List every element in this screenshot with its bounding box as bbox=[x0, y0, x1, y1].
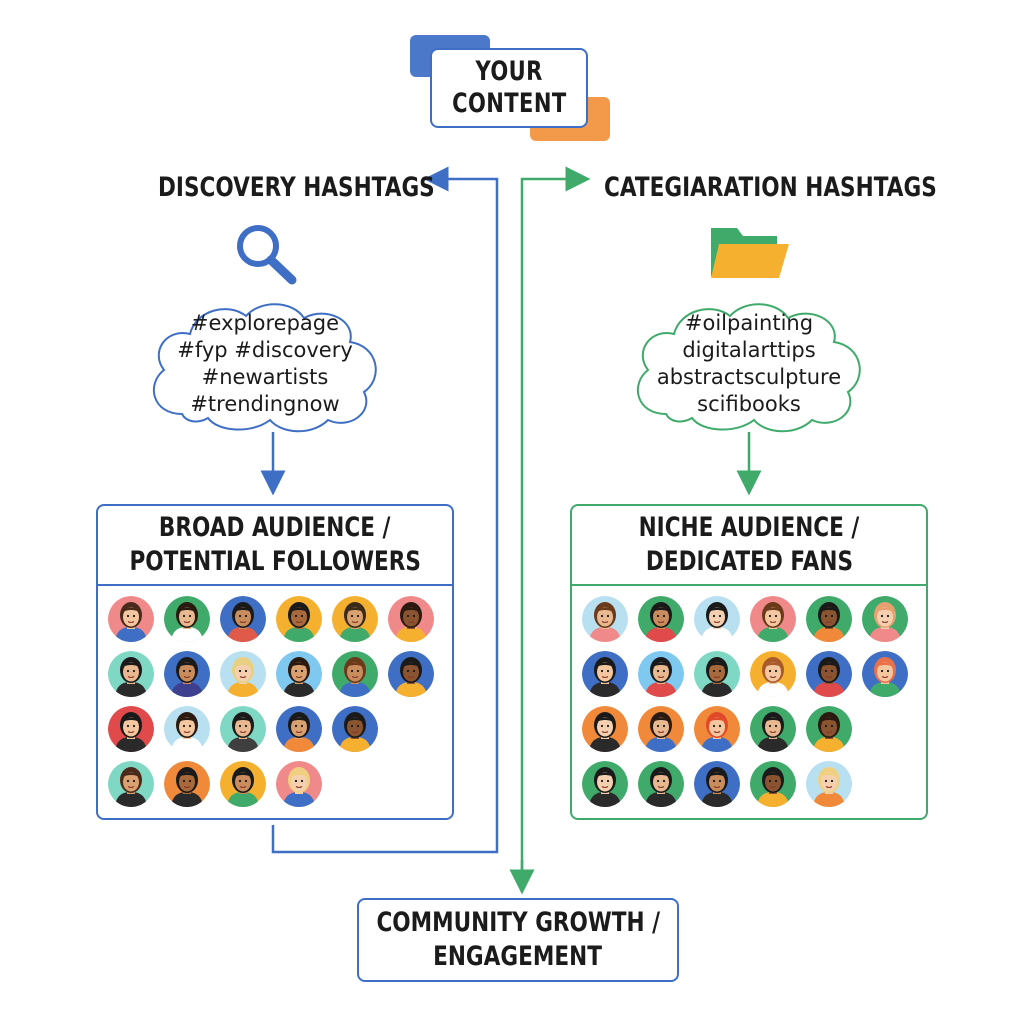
broad-audience-header: BROAD AUDIENCE / POTENTIAL FOLLOWERS bbox=[98, 506, 452, 586]
avatar bbox=[164, 761, 210, 807]
panel-title-line: DEDICATED FANS bbox=[645, 546, 853, 577]
broad-audience-panel: BROAD AUDIENCE / POTENTIAL FOLLOWERS bbox=[96, 504, 454, 820]
avatar bbox=[750, 596, 796, 642]
avatar bbox=[276, 761, 322, 807]
avatar bbox=[806, 596, 852, 642]
avatar bbox=[750, 651, 796, 697]
avatar bbox=[164, 596, 210, 642]
avatar bbox=[276, 706, 322, 752]
your-content-box: YOUR CONTENT bbox=[430, 48, 588, 128]
hashtag: scifibooks bbox=[697, 392, 801, 416]
title-line-1: YOUR bbox=[475, 56, 543, 87]
avatar bbox=[220, 706, 266, 752]
avatar bbox=[806, 651, 852, 697]
avatar bbox=[638, 596, 684, 642]
avatar bbox=[332, 706, 378, 752]
green-connector-up bbox=[520, 166, 591, 880]
search-icon bbox=[237, 225, 297, 285]
avatar bbox=[638, 651, 684, 697]
bottom-title-line: ENGAGEMENT bbox=[433, 941, 603, 972]
avatar bbox=[220, 651, 266, 697]
title-line-2: CONTENT bbox=[451, 88, 567, 119]
avatar bbox=[694, 761, 740, 807]
avatar bbox=[332, 651, 378, 697]
avatar bbox=[220, 596, 266, 642]
avatar bbox=[220, 761, 266, 807]
avatar bbox=[862, 651, 908, 697]
hashtag: #fyp #discovery bbox=[177, 338, 353, 362]
avatar bbox=[750, 761, 796, 807]
community-growth-box: COMMUNITY GROWTH / ENGAGEMENT bbox=[357, 898, 679, 982]
avatar bbox=[806, 761, 852, 807]
avatar bbox=[108, 651, 154, 697]
discovery-heading: DISCOVERY HASHTAGS bbox=[158, 172, 435, 203]
avatar bbox=[694, 596, 740, 642]
avatar bbox=[638, 761, 684, 807]
avatar bbox=[388, 596, 434, 642]
avatar bbox=[108, 596, 154, 642]
categorization-heading: CATEGIARATION HASHTAGS bbox=[604, 172, 937, 203]
avatar bbox=[694, 651, 740, 697]
avatar bbox=[108, 706, 154, 752]
avatar bbox=[582, 596, 628, 642]
niche-audience-panel: NICHE AUDIENCE / DEDICATED FANS bbox=[570, 504, 928, 820]
discovery-cloud bbox=[152, 303, 377, 433]
avatar bbox=[582, 761, 628, 807]
avatar bbox=[108, 761, 154, 807]
avatar bbox=[638, 706, 684, 752]
blue-connector bbox=[271, 166, 499, 854]
avatar bbox=[164, 651, 210, 697]
niche-audience-header: NICHE AUDIENCE / DEDICATED FANS bbox=[572, 506, 926, 586]
avatar bbox=[276, 596, 322, 642]
avatar bbox=[582, 706, 628, 752]
hashtag: #oilpainting bbox=[684, 311, 814, 335]
hashtag: #explorepage bbox=[190, 311, 340, 335]
avatar bbox=[164, 706, 210, 752]
folder-icon bbox=[711, 228, 789, 278]
panel-title-line: BROAD AUDIENCE / bbox=[159, 512, 391, 543]
hashtag: #newartists bbox=[201, 365, 329, 389]
avatar bbox=[388, 651, 434, 697]
avatar bbox=[806, 706, 852, 752]
bottom-title-line: COMMUNITY GROWTH / bbox=[376, 907, 660, 938]
avatar bbox=[276, 651, 322, 697]
avatar bbox=[750, 706, 796, 752]
avatar bbox=[332, 596, 378, 642]
hashtag: #trendingnow bbox=[190, 392, 340, 416]
panel-title-line: POTENTIAL FOLLOWERS bbox=[129, 546, 421, 577]
avatar bbox=[862, 596, 908, 642]
avatar bbox=[582, 651, 628, 697]
categorization-cloud bbox=[636, 303, 861, 433]
discovery-hashtag-list: #explorepage #fyp #discovery #newartists… bbox=[142, 310, 388, 418]
panel-title-line: NICHE AUDIENCE / bbox=[638, 512, 860, 543]
hashtag: digitalarttips bbox=[682, 338, 816, 362]
avatar bbox=[694, 706, 740, 752]
hashtag: abstractsculpture bbox=[656, 365, 842, 389]
categorization-hashtag-list: #oilpainting digitalarttips abstractscul… bbox=[626, 310, 872, 418]
